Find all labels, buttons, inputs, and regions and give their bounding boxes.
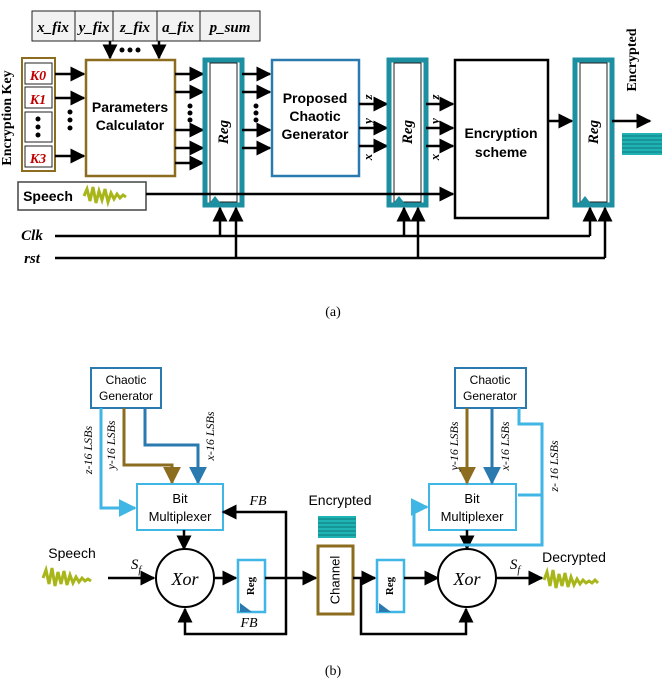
param-z-fix: z_fix: [119, 20, 151, 36]
key-k3: K3: [29, 152, 46, 167]
label-z-1: z: [360, 94, 375, 101]
reg-box-3: Reg: [572, 57, 615, 208]
label-x-2: x: [427, 153, 442, 161]
decrypted-label: Decrypted: [542, 549, 606, 565]
fixed-params-table: x_fix y_fix z_fix a_fix p_sum: [31, 10, 261, 42]
parameters-calculator-box: [84, 58, 177, 178]
bit-mux-left-line1: Bit: [172, 491, 188, 506]
reg-right: Reg: [375, 558, 406, 614]
encrypted-waveform-icon: [622, 133, 662, 155]
chaotic-gen-line2: Chaotic: [289, 108, 341, 124]
param-a-fix: a_fix: [162, 20, 194, 36]
label-x-1: x: [360, 153, 375, 161]
key-k0: K0: [29, 69, 46, 84]
encryption-scheme-line2: scheme: [475, 144, 527, 160]
encryption-scheme-box: [453, 58, 550, 220]
reg-box-1: Reg: [202, 57, 245, 208]
xor-right-label: Xor: [453, 569, 482, 589]
speech-waveform-left-icon: [41, 564, 92, 587]
param-y-fix: y_fix: [77, 20, 110, 36]
chaotic-generator-right: [454, 367, 527, 409]
sf-left: Sf: [131, 557, 143, 576]
bit-mux-right-line1: Bit: [464, 491, 480, 506]
part-b: Chaotic Generator z-16 LSBs y-16 LSBs x-…: [41, 367, 606, 679]
speech-label-a: Speech: [23, 188, 73, 204]
left-y-lsbs: y-16 LSBs: [104, 420, 118, 470]
reg-left: Reg: [236, 558, 267, 614]
chaotic-generator-left: [90, 367, 162, 409]
key-k1: K1: [29, 93, 46, 108]
right-z-lsbs: z- 16 LSBs: [547, 440, 561, 493]
label-y-2: y: [427, 118, 442, 126]
chaotic-gen-line3: Generator: [282, 126, 349, 142]
right-x-lsbs: x-16 LSBs: [498, 421, 512, 471]
reg-left-label: Reg: [245, 576, 257, 595]
proposed-chaotic-generator-box: [270, 58, 361, 178]
param-p-sum: p_sum: [208, 20, 251, 36]
parameters-calculator-line2: Calculator: [96, 117, 165, 133]
left-z-lsbs: z-16 LSBs: [81, 426, 95, 476]
decrypted-waveform-icon: [542, 566, 600, 589]
speech-waveform-icon: [82, 184, 127, 208]
channel-label: Channel: [327, 556, 342, 605]
left-x-lsbs: x-16 LSBs: [203, 411, 217, 461]
chaotic-gen-right-line2: Generator: [463, 389, 517, 403]
xor-left-label: Xor: [171, 569, 200, 589]
encrypted-waveform-b-icon: [318, 516, 356, 538]
caption-a: (a): [325, 305, 341, 320]
fb-bottom: FB: [239, 616, 258, 631]
reg-box-2: Reg: [386, 57, 429, 208]
fb-top: FB: [248, 494, 267, 509]
bit-mux-left-line2: Multiplexer: [149, 509, 213, 524]
rst-label: rst: [24, 251, 41, 267]
param-x-fix: x_fix: [36, 20, 69, 36]
key-box: K0 K1 K3: [21, 57, 56, 172]
encryption-key-label: Encryption Key: [0, 70, 15, 165]
right-y-lsbs: y-16 LSBs: [447, 421, 461, 471]
reg-1-label: Reg: [216, 119, 232, 145]
encryption-scheme-line1: Encryption: [464, 125, 537, 141]
parameters-calculator-line1: Parameters: [92, 99, 168, 115]
label-y-1: y: [360, 118, 375, 126]
clk-label: Clk: [21, 228, 43, 244]
part-a: x_fix y_fix z_fix a_fix p_sum Encryption…: [0, 10, 662, 320]
chaotic-gen-line1: Proposed: [283, 90, 348, 106]
encrypted-output-label: Encrypted: [625, 28, 640, 91]
reg-3-label: Reg: [586, 119, 602, 145]
speech-label-b: Speech: [48, 545, 95, 561]
chaotic-gen-left-line1: Chaotic: [106, 373, 147, 387]
label-z-2: z: [427, 94, 442, 101]
caption-b: (b): [325, 664, 342, 679]
sf-right: Sf: [510, 557, 522, 576]
reg-right-label: Reg: [384, 576, 396, 595]
chaotic-gen-left-line2: Generator: [99, 389, 153, 403]
channel-box: [316, 544, 355, 616]
chaotic-gen-right-line1: Chaotic: [470, 373, 511, 387]
encrypted-label-b: Encrypted: [308, 492, 371, 508]
reg-2-label: Reg: [400, 119, 416, 145]
bit-mux-right-line2: Multiplexer: [441, 509, 505, 524]
